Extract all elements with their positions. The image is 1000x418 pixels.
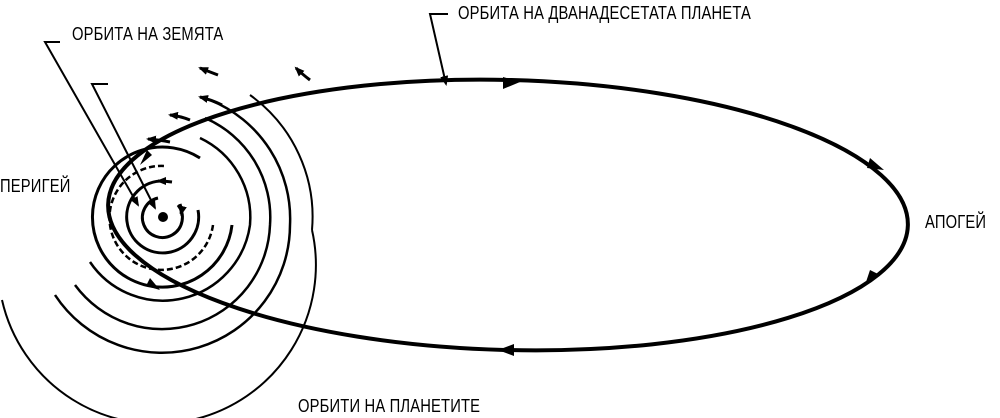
- twelfth-planet-orbit: [106, 77, 910, 353]
- direction-arrow-icon: [867, 158, 884, 170]
- direction-arrow-icon: [198, 66, 219, 77]
- direction-arrow-icon: [198, 95, 223, 107]
- twelfth-planet-leader: [428, 13, 449, 86]
- direction-arrow-icon: [294, 66, 311, 82]
- planet-orbit-1: [140, 196, 184, 239]
- direction-arrow-icon: [140, 150, 152, 165]
- earth-orbit-leader-2: [90, 83, 156, 210]
- direction-arrow-icon: [498, 344, 514, 356]
- direction-arrow-icons: [146, 66, 311, 216]
- planet-orbits: [1, 94, 317, 418]
- earth-orbit-leader: [43, 41, 139, 207]
- planet-orbit-8: [1, 229, 317, 418]
- planet-orbit-2: [125, 179, 201, 255]
- direction-arrow-icon: [865, 270, 878, 285]
- earth-orbit-label: ОРБИТА НА ЗЕМЯТА: [72, 24, 224, 44]
- planet-orbit-5: [88, 224, 252, 302]
- sun-icon: [158, 212, 168, 222]
- direction-arrow-icon: [503, 77, 520, 89]
- direction-arrow-icon: [156, 177, 173, 186]
- ellipse-direction-arrows: [140, 77, 884, 356]
- direction-arrow-icon: [178, 203, 187, 216]
- apogee-label: АПОГЕЙ: [925, 212, 987, 232]
- planet-orbit-3: [108, 164, 215, 272]
- perigee-label: ПЕРИГЕЙ: [0, 176, 71, 196]
- direction-arrow-icon: [168, 111, 191, 122]
- planet-orbits-label: ОРБИТИ НА ПЛАНЕТИТЕ: [298, 396, 481, 416]
- planet-orbit-7: [53, 224, 292, 354]
- direction-arrow-icon: [146, 278, 160, 290]
- twelfth-planet-orbit-label: ОРБИТА НА ДВАНАДЕСЕТАТА ПЛАНЕТА: [458, 3, 752, 23]
- leader-lines: [43, 13, 449, 210]
- planet-orbit-6: [73, 224, 272, 331]
